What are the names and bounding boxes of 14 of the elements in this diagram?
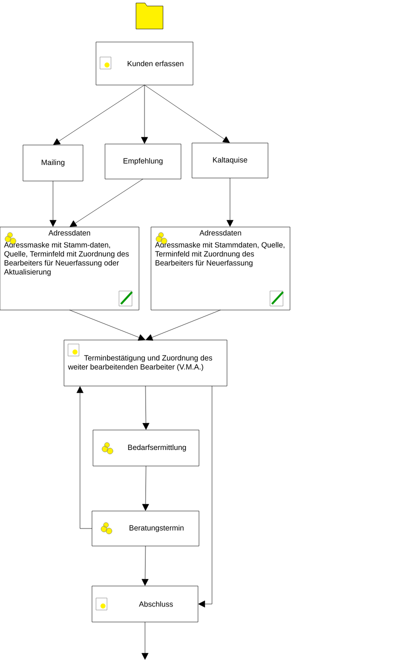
arrow (76, 386, 92, 529)
arrow (142, 622, 148, 660)
arrow (146, 310, 221, 341)
arrow (141, 84, 148, 144)
arrow (142, 466, 149, 511)
arrow (69, 310, 146, 341)
arrow (226, 178, 234, 227)
arrow (142, 546, 148, 586)
arrow (198, 386, 212, 608)
arrow (53, 84, 145, 145)
arrow (142, 386, 150, 430)
arrow (144, 84, 230, 143)
arrow (70, 178, 144, 227)
arrow (50, 180, 56, 227)
